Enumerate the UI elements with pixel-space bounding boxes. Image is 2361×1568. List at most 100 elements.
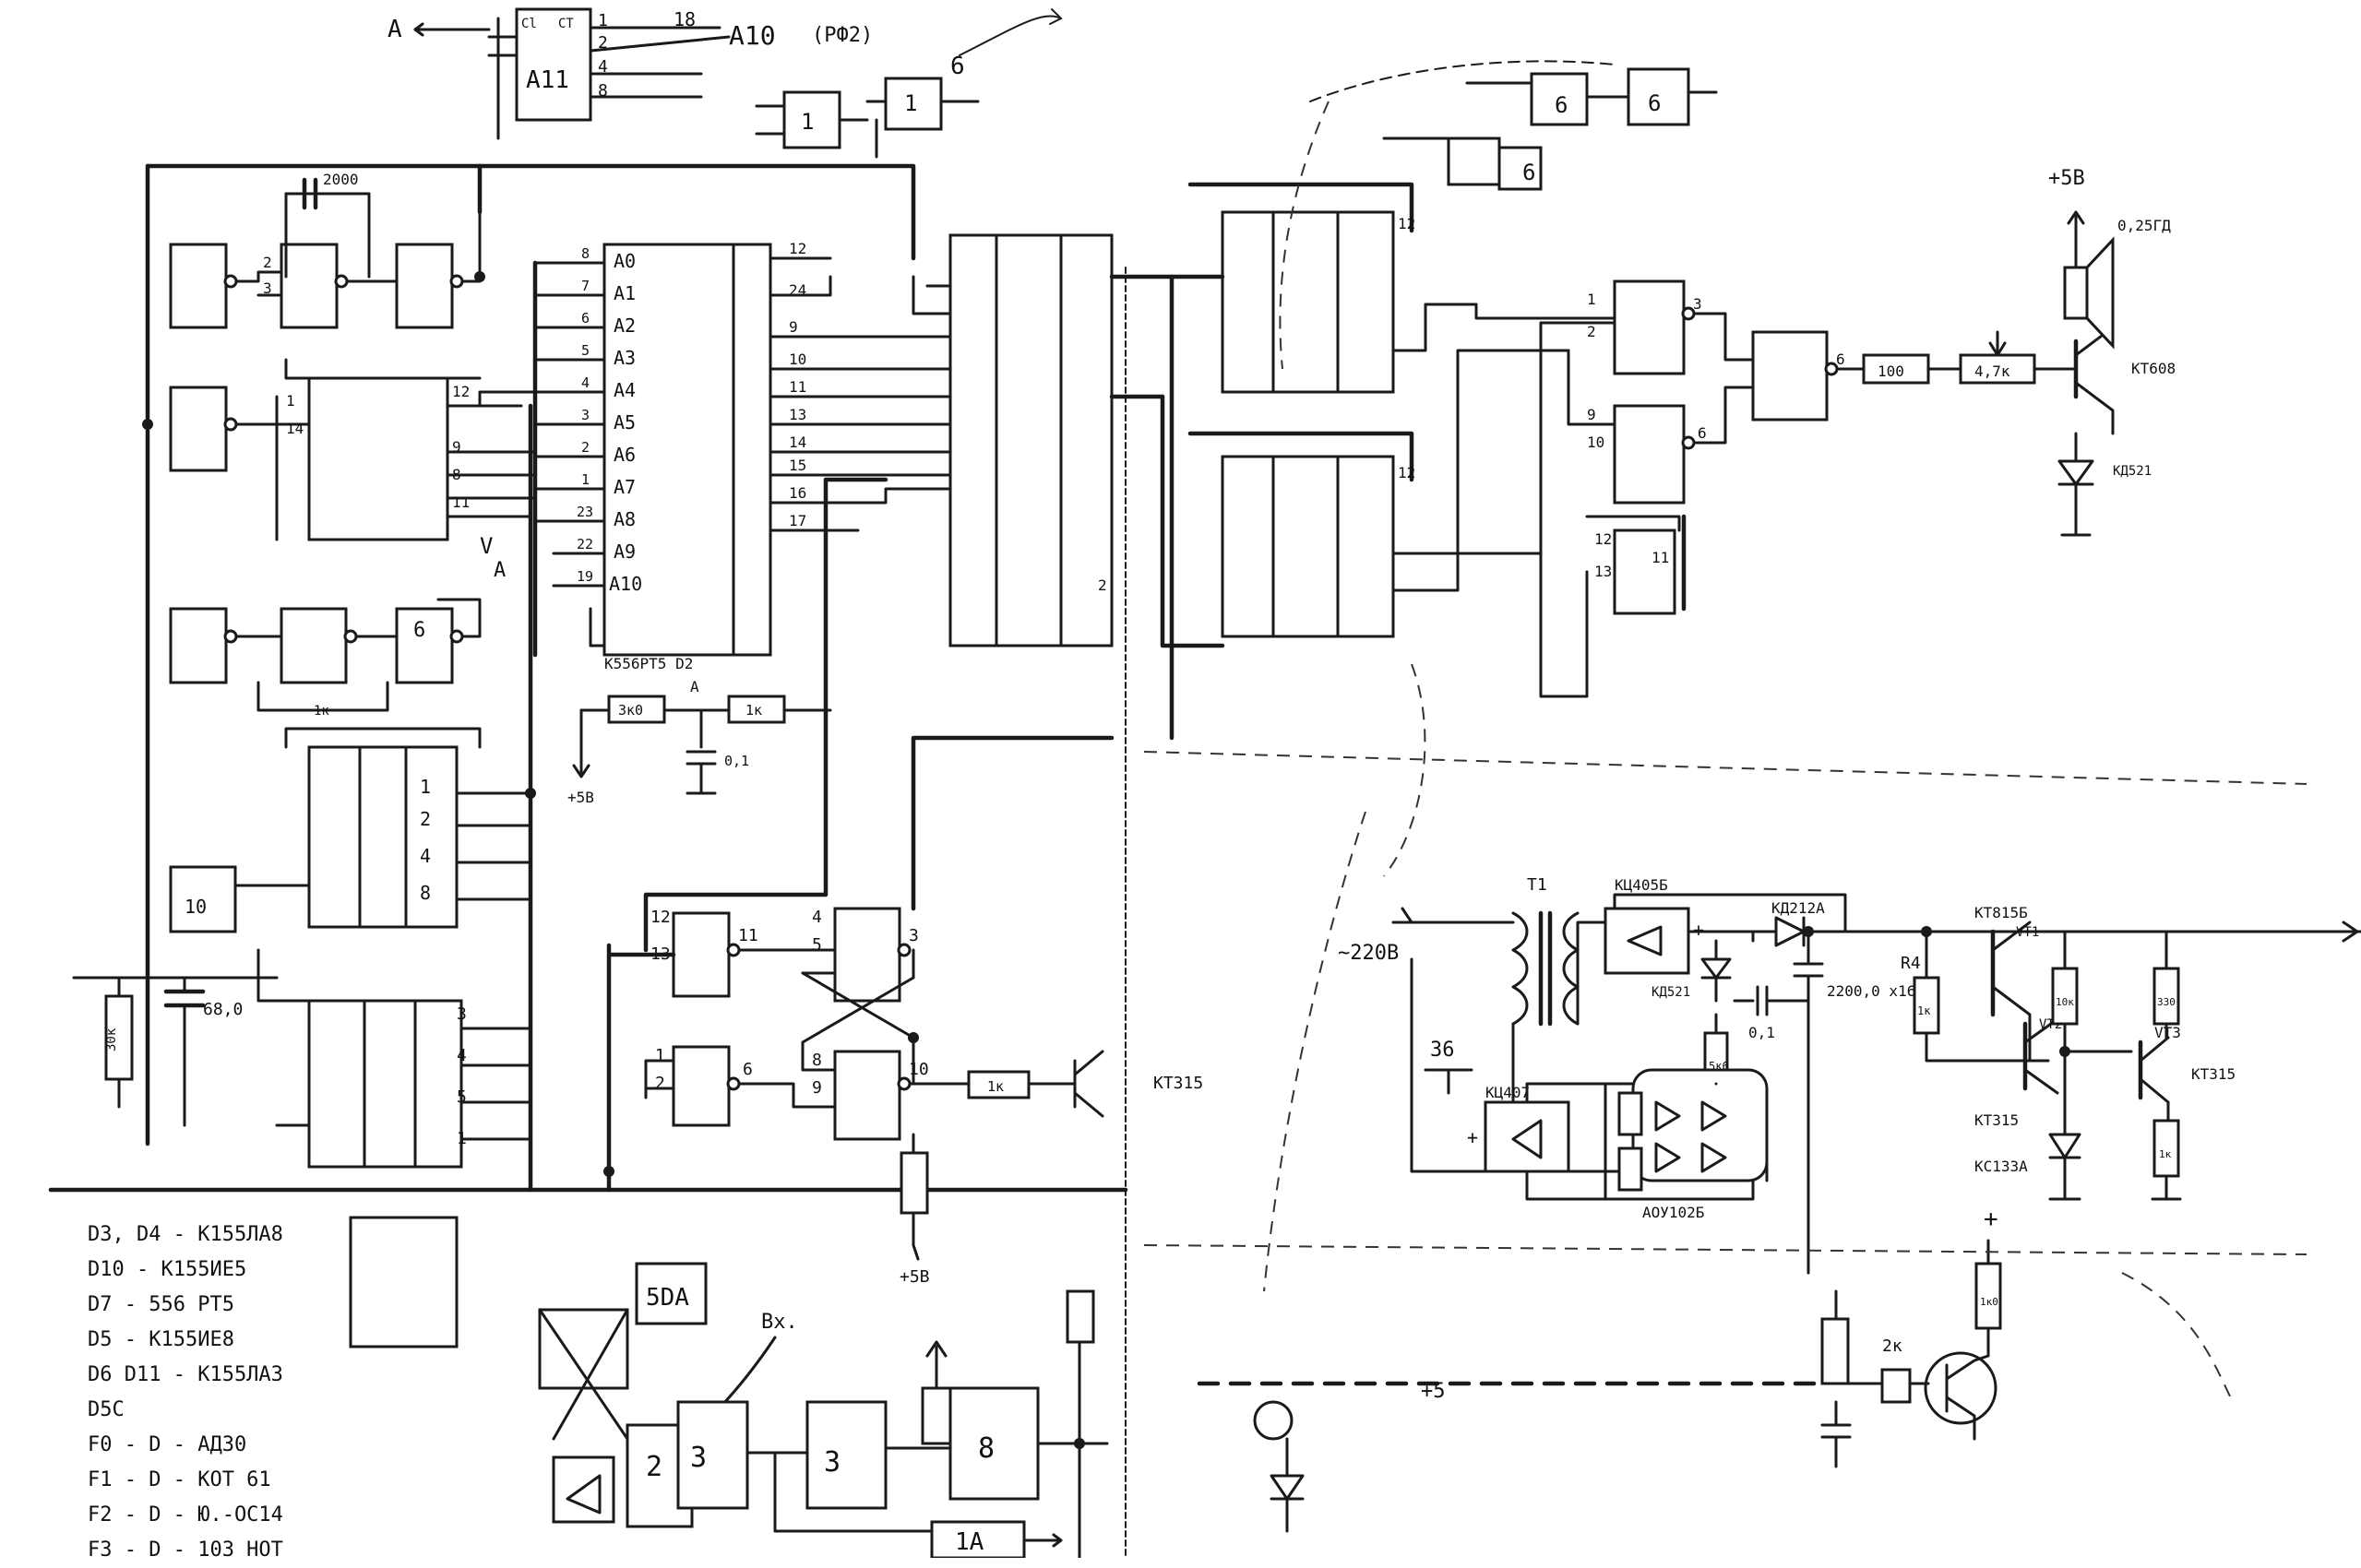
resistor-10k	[2051, 967, 2079, 1026]
resistor-100	[1862, 353, 1930, 385]
counter-pin-14: 14	[286, 420, 304, 437]
audio-supply-label: +5В	[2048, 167, 2085, 190]
bridge-1	[1604, 907, 1690, 975]
svg-text:6: 6	[1555, 92, 1568, 118]
gate-row2-b	[280, 607, 348, 684]
latch-gate-a	[672, 911, 731, 998]
sketch-line-2	[1143, 1244, 2307, 1255]
sensor-block-3-label: 3	[690, 1442, 707, 1474]
resistor-r4-value: 1к	[1917, 1004, 1931, 1017]
sensor-5da-box	[635, 1262, 708, 1325]
resistor-1k-bottom-label: 1к	[2159, 1148, 2172, 1160]
rc-cap-label: 0,1	[724, 753, 749, 769]
sensor-block: 5DA Вх. 2 3 3 8 1А	[538, 1262, 1109, 1558]
resistor-100-label: 100	[1878, 362, 1904, 380]
gate-1	[169, 243, 228, 329]
addr-pin-num-2: 6	[581, 310, 590, 327]
legend-line: D3, D4 - К155ЛА8	[88, 1223, 283, 1246]
cap-2000	[302, 177, 318, 210]
audio-gate-1	[1613, 279, 1686, 375]
memory-chip-label: К556РТ5 D2	[604, 655, 693, 672]
legend-line: D7 - 556 РТ5	[88, 1293, 234, 1316]
svg-text:8: 8	[420, 882, 431, 904]
gate-3	[395, 243, 454, 329]
legend-line: F2 - D - Ю.-ОС14	[88, 1503, 283, 1526]
legend-line: D10 - К155ИЕ5	[88, 1258, 247, 1281]
latch-plus5-label: +5В	[900, 1267, 930, 1287]
diode-1-label: КД212А	[1771, 899, 1825, 917]
svg-text:12: 12	[1398, 464, 1415, 481]
audio-output-stage: КТ608 +5В 0,25ГД КД521	[2048, 167, 2176, 537]
mains-label: ~220В	[1338, 942, 1399, 965]
zener-label: КС133А	[1974, 1158, 2028, 1175]
resistor-1k-label: 1к	[745, 702, 762, 719]
audio-gate-3	[1613, 529, 1676, 615]
bottom-resistor-2k	[1880, 1368, 1912, 1404]
resistor-10k-label: 10к	[2056, 996, 2074, 1008]
a11-out-4: 4	[598, 57, 608, 77]
audio-pin-13: 13	[1594, 563, 1612, 580]
legend-chip-outline	[349, 1216, 459, 1348]
sensor-block-1a-label: 1А	[955, 1528, 984, 1556]
addr-pin-num-7: 1	[581, 471, 590, 488]
svg-text:4: 4	[420, 845, 431, 867]
svg-text:3: 3	[457, 1004, 467, 1024]
out-pin-11: 11	[789, 378, 806, 396]
audio-pin-10: 10	[1587, 434, 1604, 451]
counter-d1: 1 14 12 9 8 11	[169, 358, 532, 541]
latch-pin-10: 10	[909, 1060, 929, 1079]
gate-row2-a	[169, 607, 228, 684]
sensor-block-1a	[930, 1520, 1026, 1558]
audio-pin-1: 1	[1587, 291, 1596, 308]
latch-output-transistor: 1к КТ315 +5В	[900, 1050, 1203, 1287]
resistor-3k0-label: 3к0	[618, 702, 643, 719]
resistor-4k7	[1959, 353, 2036, 385]
latch-pin-4: 4	[812, 908, 822, 927]
addr-pin-num-5: 3	[581, 407, 590, 423]
memory-rc-network: 3к0 1к 0,1 +5В A	[567, 678, 832, 806]
latch-pin-5: 5	[812, 935, 822, 955]
latch-resistor	[967, 1070, 1031, 1099]
counter-pin-11: 11	[452, 493, 470, 511]
ref-v-label: V	[480, 533, 493, 559]
cap-2200-label: 2200,0 х16В	[1827, 982, 1925, 1000]
a10-pin-number: 18	[674, 8, 696, 30]
sensor-block-3b-label: 3	[824, 1446, 841, 1479]
speaker-label: 0,25ГД	[2117, 217, 2171, 234]
latch-pin-6: 6	[743, 1060, 753, 1079]
svg-text:3: 3	[263, 279, 272, 297]
bottom-plus-label: +	[1984, 1206, 1998, 1233]
sensor-block-3	[676, 1400, 749, 1510]
counter-d10-body	[307, 745, 459, 929]
counter-chip	[307, 376, 449, 541]
out-pin-12: 12	[789, 240, 806, 257]
transformer-label: Т1	[1527, 875, 1547, 895]
sensor-5da-label: 5DA	[646, 1284, 689, 1312]
bridge-1-label: КЦ405Б	[1615, 876, 1668, 894]
counter-d10: 1 2 4 8 10	[169, 727, 532, 933]
svg-text:2: 2	[263, 254, 272, 271]
vt1-type-label: КТ815Б	[1974, 904, 2028, 921]
power-supply: ~220В Т1 КЦ405Б + КД212А КД521 0,1 2200,…	[1338, 875, 2361, 1275]
svg-text:6: 6	[1522, 160, 1535, 185]
counter-pin-12: 12	[452, 383, 470, 400]
addr-a7: A7	[614, 476, 636, 498]
svg-text:1к: 1к	[314, 704, 329, 719]
addr-a0: A0	[614, 250, 636, 272]
addr-pin-num-0: 8	[581, 245, 590, 262]
latch-pulldown-resistor	[900, 1151, 929, 1215]
chip-a11-label: A11	[526, 66, 569, 94]
a10-note: (РФ2)	[812, 24, 873, 47]
top-gate-chain: 1 1 6	[755, 53, 980, 159]
out-pin-14: 14	[789, 434, 806, 451]
svg-text:6: 6	[1648, 90, 1661, 116]
latch-gate-d	[833, 1050, 901, 1141]
ref-a-label: A	[388, 16, 402, 43]
bottom-resistor-2k-label: 2к	[1882, 1336, 1902, 1356]
address-pin-labels: A0 A1 A2 A3 A4 A5 A6 A7 A8 A9 A10	[609, 250, 642, 595]
bottom-resistor-top-label: 1к0	[1980, 1296, 1998, 1308]
legend-line: F1 - D - КОТ 61	[88, 1468, 271, 1491]
bridge-2	[1484, 1100, 1570, 1173]
svg-text:12: 12	[1398, 215, 1415, 232]
